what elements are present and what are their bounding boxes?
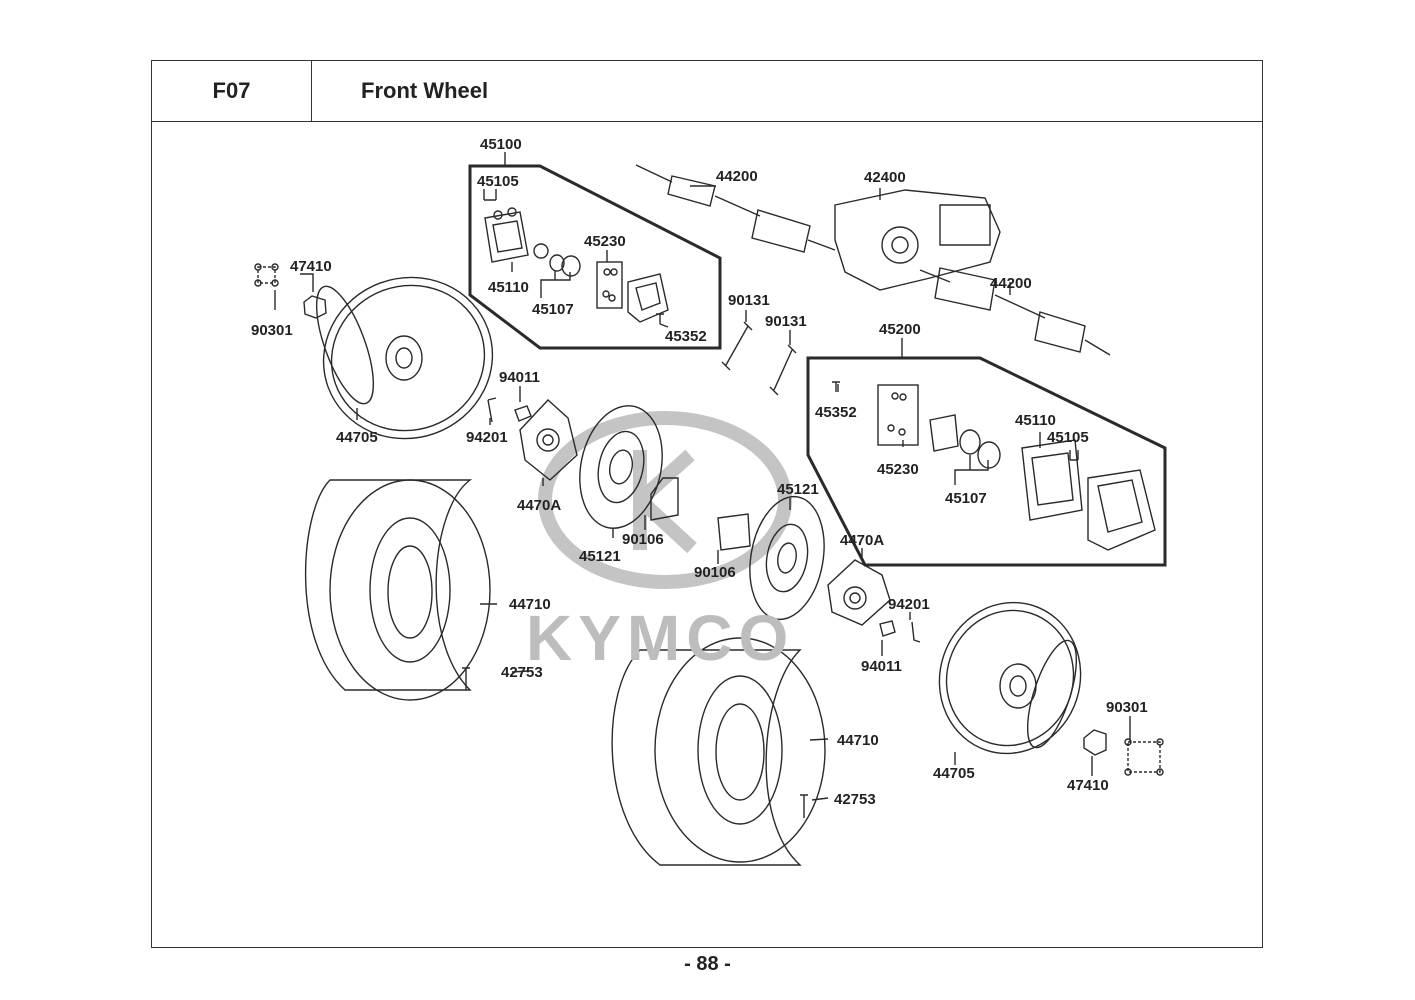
differential-housing — [834, 189, 1001, 291]
left-kit-outline — [468, 164, 722, 350]
bleeder-screw-right — [832, 381, 840, 392]
part-label: 45352 — [665, 328, 707, 345]
part-label: 45352 — [815, 404, 857, 421]
bleeder-screw-left — [656, 313, 664, 324]
part-label: 90106 — [694, 564, 736, 581]
valve-stem-right — [800, 794, 808, 818]
kymco-watermark-text: KYMCO — [526, 602, 794, 674]
part-label: 4470A — [840, 532, 884, 549]
part-label: 90301 — [251, 322, 293, 339]
part-label: 45121 — [777, 481, 819, 498]
part-label: 44200 — [990, 275, 1032, 292]
leader-lines — [274, 185, 1131, 801]
axle-nut-upper — [514, 405, 532, 422]
cotter-pin-lower — [911, 621, 921, 643]
part-label: 44705 — [933, 765, 975, 782]
wheel-hub-lower — [827, 559, 891, 626]
part-label: 45110 — [488, 279, 529, 296]
part-label: 45105 — [477, 173, 519, 190]
part-label: 90131 — [728, 292, 770, 309]
caliper-body-left — [627, 273, 669, 323]
part-label: 45230 — [877, 461, 919, 478]
part-label: 45230 — [584, 233, 626, 250]
section-code: F07 — [152, 61, 312, 121]
part-label: 94011 — [861, 658, 902, 675]
part-label-kit-left: 45100 — [480, 136, 522, 153]
pad-set-left — [596, 261, 623, 309]
part-label: 90301 — [1106, 699, 1148, 716]
part-label: 44705 — [336, 429, 378, 446]
part-label: 45107 — [945, 490, 987, 507]
part-labels: 45100 45105 45230 45110 45107 45352 4420… — [251, 136, 1148, 808]
page-number: - 88 - — [684, 953, 731, 975]
right-kit-outline — [806, 356, 1167, 567]
tie-rod-b — [769, 344, 797, 396]
caliper-pins-left — [533, 243, 581, 277]
part-label: 45110 — [1015, 412, 1056, 429]
part-label: 90131 — [765, 313, 807, 330]
page-title: Front Wheel — [361, 78, 489, 103]
disc-bolt-plate-lower — [717, 513, 751, 551]
part-label: 42753 — [834, 791, 876, 808]
part-label: 94201 — [466, 429, 508, 446]
drive-shaft-upper — [635, 164, 836, 253]
wheel-hub-upper — [519, 399, 578, 481]
part-label: 94011 — [499, 369, 540, 386]
part-label: 45121 — [579, 548, 621, 565]
part-label: 47410 — [1067, 777, 1109, 794]
kit-leader-lines — [504, 152, 903, 358]
part-label: 45107 — [532, 301, 574, 318]
caliper-bracket-right — [1021, 439, 1083, 521]
cotter-pin-upper — [487, 397, 497, 423]
tire-right — [611, 637, 826, 866]
wheel-spacer-lower-right — [1083, 729, 1107, 756]
part-label: 44200 — [716, 168, 758, 185]
valve-stem-left — [462, 667, 470, 690]
part-label: 42400 — [864, 169, 906, 186]
caliper-pins-right — [929, 414, 1001, 469]
caliper-bracket-left — [484, 207, 529, 263]
tie-rod-a — [721, 321, 753, 371]
part-label: 42753 — [501, 664, 543, 681]
lug-nut-set-upper-left — [254, 263, 279, 287]
wheel-spacer-upper-left — [303, 295, 327, 319]
disc-bolt-plate-upper — [650, 477, 679, 521]
axle-nut-lower — [879, 620, 896, 637]
diagram-frame — [151, 121, 1263, 948]
part-label: 90106 — [622, 531, 664, 548]
caliper-body-right — [1087, 469, 1156, 551]
part-label-kit-right: 45200 — [879, 321, 921, 338]
part-label: 47410 — [290, 258, 332, 275]
wheel-rim-lower-right — [938, 601, 1082, 755]
drive-shaft-lower — [919, 267, 1111, 356]
part-label: 44710 — [837, 732, 879, 749]
tire-left — [304, 479, 491, 701]
brake-disc-lower — [749, 495, 825, 621]
part-label: 45105 — [1047, 429, 1089, 446]
pad-set-right — [877, 384, 919, 446]
part-label: 44710 — [509, 596, 551, 613]
lug-nut-set-lower-right — [1124, 738, 1164, 776]
brake-disc-upper — [579, 405, 663, 529]
part-label: 94201 — [888, 596, 930, 613]
wheel-rim-upper-left — [315, 276, 494, 440]
part-label: 4470A — [517, 497, 561, 514]
